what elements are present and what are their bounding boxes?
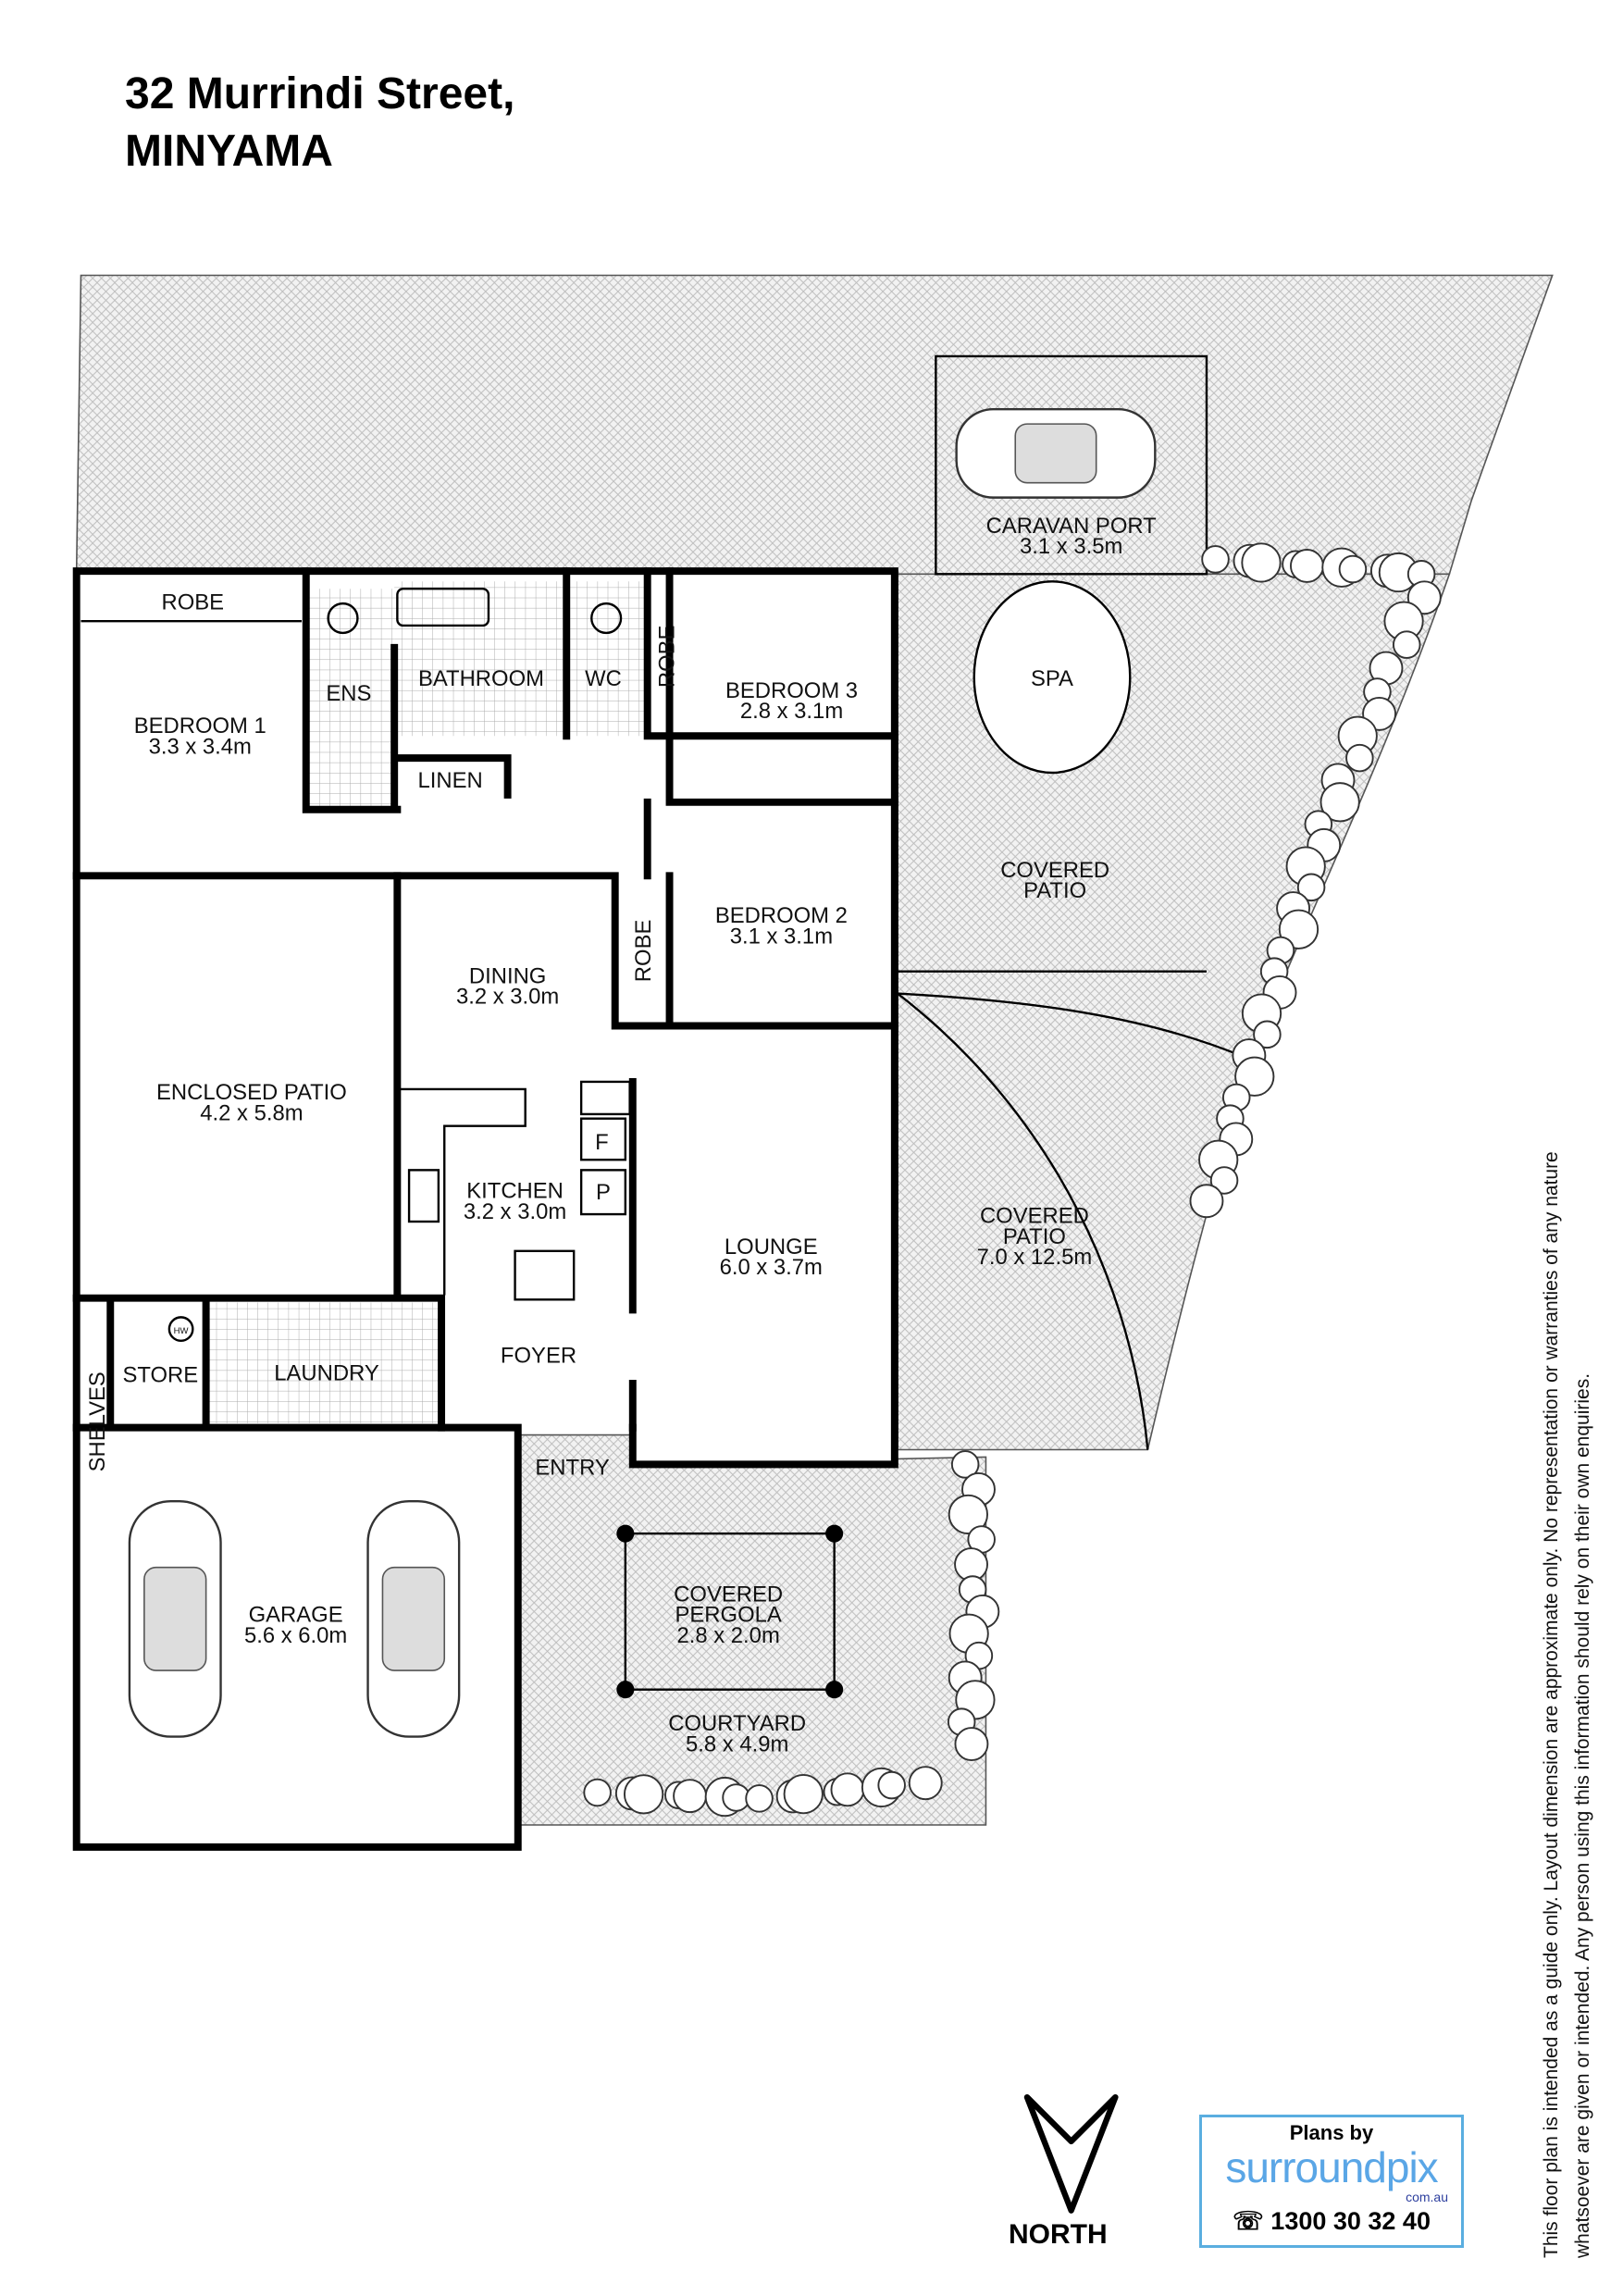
- pantry-label: P: [596, 1180, 611, 1205]
- foyer-label: FOYER: [501, 1344, 576, 1369]
- shrub-icon: [1296, 873, 1326, 902]
- car-icon: [366, 1499, 461, 1738]
- enclosed-patio-label: ENCLOSED PATIO: [156, 1080, 347, 1105]
- covered-patio-2-label-2: PATIO: [1003, 1224, 1066, 1249]
- car-icon: [955, 408, 1157, 499]
- shrub-icon: [1345, 743, 1374, 773]
- shrub-icon: [583, 1778, 612, 1807]
- store-label: STORE: [122, 1362, 198, 1387]
- caravan-port-size: 3.1 x 3.5m: [1020, 534, 1122, 559]
- shrub-icon: [1290, 549, 1324, 583]
- shrub-icon: [954, 1727, 989, 1761]
- shrub-icon: [1253, 1020, 1282, 1049]
- entry-label: ENTRY: [535, 1456, 609, 1481]
- pergola-label: COVERED: [674, 1582, 783, 1607]
- bedroom-2-size: 3.1 x 3.1m: [730, 924, 833, 949]
- spa-label: SPA: [1031, 666, 1073, 691]
- shelves-label: SHELVES: [85, 1371, 110, 1471]
- garage-label: GARAGE: [249, 1603, 343, 1628]
- shrub-icon: [1209, 1166, 1239, 1195]
- north-label: NORTH: [1009, 2219, 1108, 2250]
- ensuite-label: ENS: [326, 681, 371, 706]
- plans-by-label: Plans by: [1289, 2121, 1374, 2144]
- bedroom-3-label: BEDROOM 3: [725, 678, 858, 703]
- disclaimer: This floor plan is intended as a guide o…: [1536, 870, 1599, 2258]
- shrub-icon: [1278, 909, 1319, 949]
- shrub-icon: [623, 1774, 664, 1815]
- garage-size: 5.6 x 6.0m: [244, 1623, 347, 1648]
- dining-size: 3.2 x 3.0m: [456, 985, 559, 1010]
- shrub-icon: [830, 1772, 865, 1807]
- shrub-icon: [1241, 542, 1282, 583]
- shrub-icon: [908, 1766, 943, 1801]
- bathroom-label: BATHROOM: [418, 666, 544, 691]
- shrub-icon: [1201, 545, 1230, 574]
- address-line-2: MINYAMA: [125, 127, 333, 176]
- dining-label: DINING: [469, 963, 546, 988]
- shrub-icon: [673, 1779, 708, 1814]
- shrub-icon: [1392, 630, 1421, 659]
- brand-name: surroundpix: [1225, 2143, 1438, 2191]
- shrub-icon: [950, 1450, 980, 1479]
- wc-label: WC: [585, 666, 622, 691]
- covered-patio-1-label-2: PATIO: [1023, 878, 1086, 903]
- north-arrow-icon: [1023, 2094, 1119, 2214]
- pergola: [624, 1532, 836, 1691]
- bedroom-1-size: 3.3 x 3.4m: [149, 734, 252, 759]
- shrub-icon: [877, 1770, 906, 1800]
- robe-3-label: ROBE: [654, 626, 679, 689]
- courtyard-label: COURTYARD: [668, 1711, 806, 1736]
- pergola-posts: [616, 1524, 844, 1699]
- shrub-icon: [1338, 554, 1368, 584]
- lounge-label: LOUNGE: [725, 1235, 818, 1260]
- shrub-icon: [745, 1784, 774, 1813]
- spa: [973, 580, 1132, 775]
- car-icon: [128, 1499, 222, 1738]
- shrubs: [583, 542, 1442, 1818]
- enclosed-patio-size: 4.2 x 5.8m: [200, 1100, 303, 1125]
- fridge-label: F: [595, 1130, 609, 1155]
- bedroom-1-label: BEDROOM 1: [134, 714, 266, 738]
- surroundpix-logo: Plans by surroundpix com.au ☏ 1300 30 32…: [1199, 2115, 1464, 2248]
- covered-patio-1-label: COVERED: [1000, 858, 1109, 883]
- robe-2-label: ROBE: [631, 920, 656, 983]
- kitchen-label: KITCHEN: [466, 1179, 564, 1204]
- disclaimer-line-1: This floor plan is intended as a guide o…: [1541, 1151, 1562, 2258]
- hot-water-label: HW: [174, 1326, 189, 1336]
- bedroom-3-size: 2.8 x 3.1m: [740, 699, 843, 724]
- robe-1-label: ROBE: [162, 590, 225, 614]
- shrub-icon: [1319, 782, 1360, 823]
- phone-number: 1300 30 32 40: [1270, 2207, 1431, 2235]
- walls: [72, 567, 898, 1851]
- caravan-port-label: CARAVAN PORT: [986, 514, 1158, 539]
- laundry-label: LAUNDRY: [274, 1361, 379, 1386]
- address-line-1: 32 Murrindi Street,: [125, 69, 515, 118]
- lounge-size: 6.0 x 3.7m: [720, 1255, 823, 1280]
- bedroom-2-label: BEDROOM 2: [715, 903, 848, 928]
- courtyard-size: 5.8 x 4.9m: [686, 1731, 788, 1756]
- shrub-icon: [948, 1494, 988, 1535]
- kitchen-fittings: [327, 588, 631, 1301]
- shrub-icon: [1234, 1056, 1275, 1097]
- kitchen-size: 3.2 x 3.0m: [464, 1199, 566, 1224]
- pergola-label-2: PERGOLA: [675, 1603, 782, 1628]
- phone-icon: ☏: [1233, 2207, 1271, 2235]
- covered-patio-2-size: 7.0 x 12.5m: [977, 1245, 1093, 1270]
- pergola-size: 2.8 x 2.0m: [676, 1623, 779, 1648]
- disclaimer-line-2: whatsoever are given or intended. Any pe…: [1572, 1372, 1593, 2258]
- shrub-icon: [1189, 1184, 1224, 1219]
- brand-domain: com.au: [1406, 2190, 1448, 2204]
- linen-label: LINEN: [417, 768, 482, 793]
- caravan-port: [935, 354, 1208, 576]
- yard-area: [75, 274, 1554, 576]
- covered-patio-2-label: COVERED: [980, 1204, 1089, 1229]
- shrub-icon: [783, 1773, 824, 1815]
